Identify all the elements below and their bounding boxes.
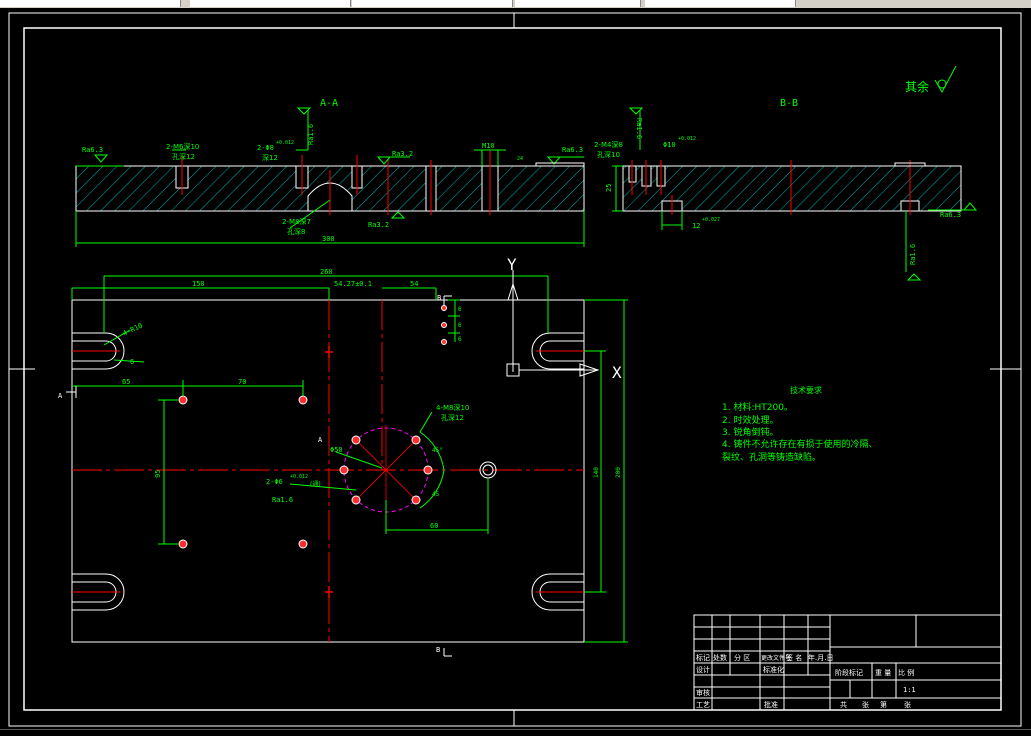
tb-std: 标准化 <box>763 665 784 674</box>
plan-s2: 6 <box>458 322 462 329</box>
aa-thread1: 2-M6深10 <box>166 142 199 151</box>
bb-ra: Ra6.3 <box>940 211 961 219</box>
plan-ang1: 45° <box>432 447 443 454</box>
tb-scale-val: 1:1 <box>903 686 916 694</box>
tech-req-3: 3. 锐角倒钝。 <box>722 426 778 438</box>
plan-m8: 4-M8深10 <box>436 403 469 412</box>
tb-page: 第 <box>880 700 887 709</box>
aa-ra1: Ra6.3 <box>82 146 103 154</box>
tb-sheet: 张 <box>862 700 869 709</box>
tb-design: 设计 <box>696 665 710 674</box>
tb-approve: 批准 <box>764 700 778 709</box>
bb-vert-ra: Ra1.6 <box>635 118 643 139</box>
plan-pin-note: (通) <box>310 480 321 488</box>
tab-5[interactable] <box>645 0 796 7</box>
tab-4[interactable] <box>515 0 641 7</box>
aa-ra3: Ra6.3 <box>562 146 583 154</box>
tech-req-title: 技术要求 <box>790 385 822 395</box>
bb-d10tol: +0.012 <box>678 136 696 142</box>
plan-d65: 65 <box>122 378 130 386</box>
plan-ang2: 45 <box>432 491 440 498</box>
plan-d140: 140 <box>593 467 600 478</box>
aa-ra2: Ra3.2 <box>392 150 413 158</box>
tb-r1c3: 分 区 <box>734 653 750 662</box>
plan-d54: 54 <box>410 280 418 288</box>
plan-r6: 6 <box>130 358 134 366</box>
plan-pcd: Φ50 <box>330 446 343 454</box>
tb-r1c2: 处数 <box>713 653 727 662</box>
tb-scale: 比 例 <box>898 668 914 677</box>
tech-req-4: 4. 铸件不允许存在有损于使用的冷隔、 <box>722 438 877 450</box>
section-aa-title: A-A <box>320 98 338 109</box>
section-bb-title: B-B <box>780 98 798 109</box>
plan-b-bottom: B <box>436 646 440 654</box>
plan-s1: 6 <box>458 306 462 313</box>
aa-small: 24 <box>517 156 523 162</box>
plan-s3: 6 <box>458 336 462 343</box>
plan-b-top: B <box>437 294 441 302</box>
tab-3[interactable] <box>352 0 513 7</box>
bb-threadb: 孔深10 <box>597 150 620 159</box>
bb-d12tol: +0.027 <box>702 217 720 223</box>
plan-ra-pin: Ra1.6 <box>272 496 293 504</box>
plan-m8b: 孔深12 <box>441 413 464 422</box>
tb-r1c6: 年.月.日 <box>808 653 833 662</box>
tb-r1c4: 更改文件号 <box>761 654 791 662</box>
aa-vert-ra: Ra1.6 <box>307 124 315 145</box>
tech-req-5: 裂纹、孔洞等铸造缺陷。 <box>722 451 821 463</box>
tb-page2: 张 <box>904 700 911 709</box>
plan-d60: 60 <box>430 522 438 530</box>
tb-weight: 重 量 <box>875 669 891 677</box>
tb-r1c1: 标记 <box>696 653 710 662</box>
aa-hole2tol: +0.012 <box>276 140 294 146</box>
bb-thread: 2-M4深8 <box>594 140 623 149</box>
bb-depth: 25 <box>605 184 613 192</box>
tb-stage: 阶段标记 <box>835 668 863 677</box>
tb-r1c5: 签 名 <box>786 653 802 662</box>
roughness-symbol-icon <box>934 65 957 94</box>
bb-vert-ra2: Ra1.6 <box>909 244 917 265</box>
tech-req-2: 2. 时效处理。 <box>722 414 778 426</box>
axis-y: Y <box>507 255 517 274</box>
aa-hole2: 2-Φ8 <box>257 144 274 152</box>
plan-a-left: A <box>58 392 63 400</box>
tb-process: 工艺 <box>696 701 710 709</box>
tech-req-1: 1. 材料:HT200。 <box>722 401 793 413</box>
app-tab-strip <box>0 0 1031 8</box>
aa-ra4: Ra3.2 <box>368 221 389 229</box>
aa-m10: M10 <box>482 142 495 150</box>
section-aa-view <box>75 107 585 247</box>
tb-total: 共 <box>840 700 847 709</box>
aa-width: 300 <box>322 235 335 243</box>
frame-center-marks <box>9 13 1021 726</box>
title-block <box>693 614 1002 711</box>
plan-r-label: 4-R10 <box>121 322 143 338</box>
aa-thread3: 2-M8深7 <box>282 217 311 226</box>
plan-a-mid: A <box>318 436 323 444</box>
plan-d70: 70 <box>238 378 246 386</box>
plan-pintol: +0.012 <box>290 474 308 480</box>
plan-view <box>66 270 628 657</box>
status-strip <box>0 729 1031 736</box>
tab-2[interactable] <box>190 0 351 7</box>
section-bb-view <box>612 107 978 281</box>
plan-d150: 150 <box>192 280 205 288</box>
plan-d200: 200 <box>615 467 622 478</box>
outer-frame <box>8 12 1022 727</box>
plan-d260: 260 <box>320 268 333 276</box>
plan-d95: 95 <box>154 470 162 478</box>
axis-x: X <box>612 363 622 382</box>
plan-d54tol: 54.27±0.1 <box>334 280 372 288</box>
bb-d12: 12 <box>692 222 700 230</box>
bb-d10: Φ10 <box>663 141 676 149</box>
aa-hole2depth: 深12 <box>262 153 278 162</box>
tb-check: 审核 <box>696 688 710 697</box>
aa-thread1b: 孔深12 <box>172 152 195 161</box>
roughness-other-label: 其余 <box>905 79 929 94</box>
tab-1[interactable] <box>0 0 181 7</box>
aa-thread3b: 孔深8 <box>287 227 305 236</box>
plan-pin: 2-Φ6 <box>266 478 283 486</box>
